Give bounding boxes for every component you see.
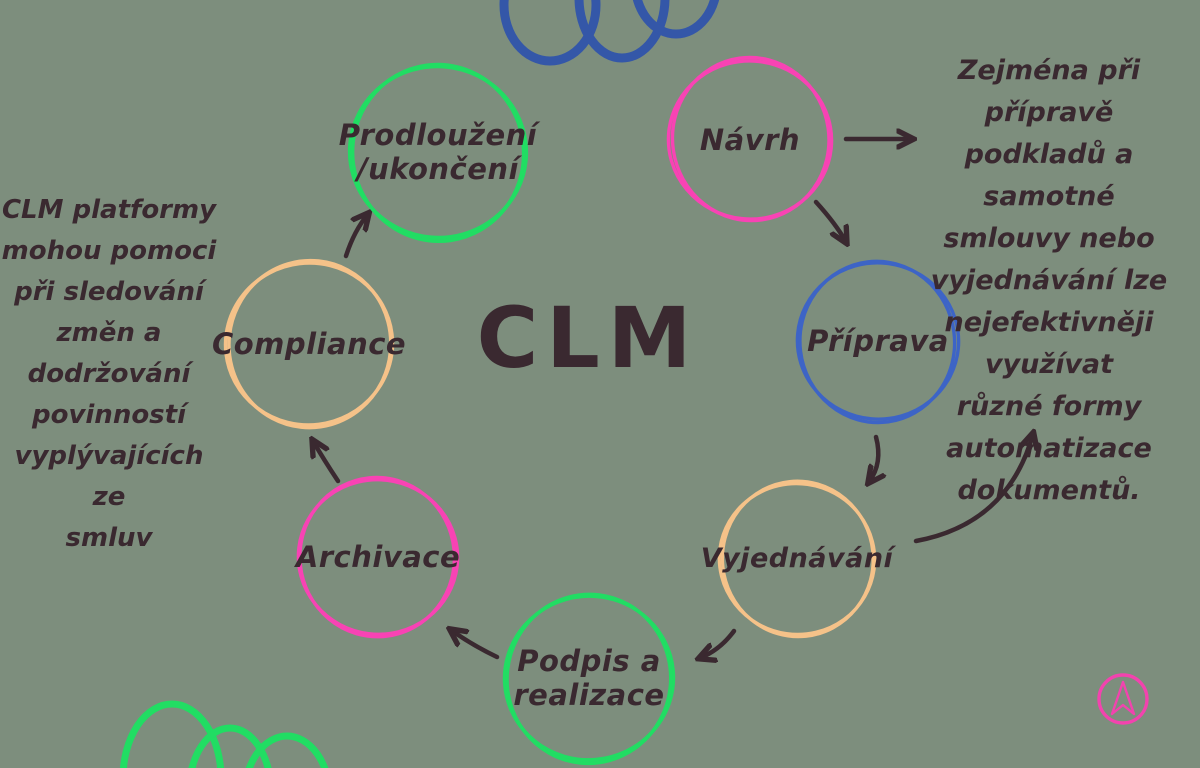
node-label-compliance: Compliance <box>211 326 407 361</box>
node-archivace: Archivace <box>290 474 466 640</box>
diagram-title: CLM <box>476 289 700 387</box>
node-label-podpis: Podpis a realizace <box>513 643 665 712</box>
node-podpis: Podpis a realizace <box>501 590 677 766</box>
priprava-circle-outline <box>795 259 961 425</box>
node-vyjednavani: Vyjednávání <box>701 478 893 640</box>
annotation-right: Zejména při přípravě podkladů a samotné … <box>930 55 1168 506</box>
node-compliance: Compliance <box>212 257 406 431</box>
node-prodlouzeni: Prodloužení /ukončení <box>339 55 537 249</box>
navrh-circle-outline <box>666 55 834 223</box>
archivace-circle-outline <box>296 475 460 639</box>
node-label-archivace: Archivace <box>295 539 461 574</box>
prodlouzeni-circle-outline <box>347 62 529 244</box>
compliance-circle-outline <box>223 258 395 430</box>
node-priprava: Příprava <box>792 257 964 425</box>
node-label-priprava: Příprava <box>807 323 949 358</box>
podpis-circle-outline <box>502 592 676 766</box>
node-label-navrh: Návrh <box>699 122 801 157</box>
compass-arrow-logo-icon <box>1097 673 1149 725</box>
annotation-left: CLM platformy mohou pomoci při sledování… <box>1 195 217 553</box>
arrow-priprava-to-vyjednavani <box>869 434 878 482</box>
node-label-vyjednavani: Vyjednávání <box>700 543 894 575</box>
node-label-prodlouzeni: Prodloužení /ukončení <box>338 117 538 186</box>
vyjednavani-circle-outline <box>717 479 877 639</box>
node-navrh: Návrh <box>660 55 840 225</box>
